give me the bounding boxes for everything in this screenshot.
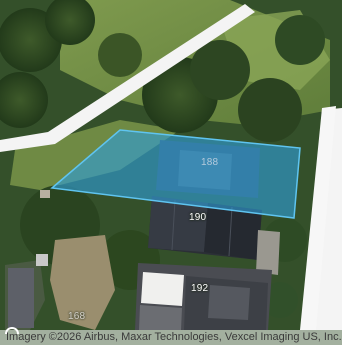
- parcel-label-south: 192: [191, 283, 209, 294]
- highlighted-parcel: [50, 129, 301, 219]
- imagery-attribution: Imagery ©2026 Airbus, Maxar Technologies…: [0, 330, 342, 345]
- parcel-label-center: 190: [189, 212, 207, 223]
- parcel-label-highlighted: 188: [201, 157, 219, 168]
- parcel-label-southwest: 168: [68, 311, 86, 322]
